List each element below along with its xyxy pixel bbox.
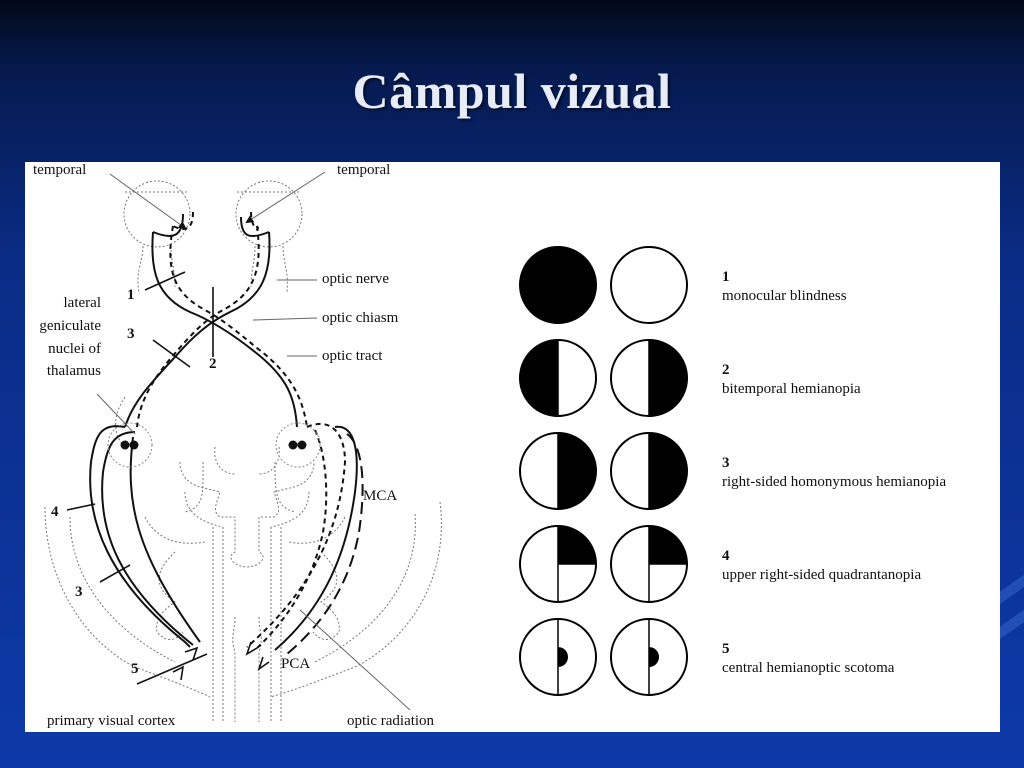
field-number-4: 4 [722,548,730,564]
field-defect-shape [558,647,568,667]
field-number-2: 2 [722,362,730,378]
field-number-1: 1 [722,269,730,285]
label-primary-visual-cortex: primary visual cortex [47,713,176,729]
field-description-1: monocular blindness [722,288,847,304]
visual-pathway-dashed [136,211,347,651]
field-defect-shape [649,526,687,564]
label-lgn-line1: lateral [64,295,101,311]
visual-field-rows: 1 monocular blindness 2 bitemporal hemianop… [519,246,946,696]
label-lgn-line2: geniculate [39,318,101,334]
eyeballs [123,180,303,293]
lesion-number-3b: 3 [75,584,83,600]
cortex-endings [172,641,270,681]
label-optic-nerve: optic nerve [322,271,389,287]
field-defect-shape [649,647,659,667]
label-optic-radiation: optic radiation [347,713,435,729]
visual-field-right-eye-3 [610,432,688,510]
lesion-5-line [136,653,208,685]
field-defect-shape [649,433,687,509]
field-defect-shape [520,340,558,416]
label-mca: MCA [363,488,397,504]
lesion-4-line [66,503,96,511]
visual-field-right-eye-1 [610,246,688,324]
visual-field-right-eye-4 [610,525,688,603]
left-eyeball [123,180,191,248]
lesion-number-4: 4 [51,504,59,520]
visual-field-left-eye-3 [519,432,597,510]
brain-outline [44,396,442,722]
right-eyeball [235,180,303,248]
visual-field-left-eye-1 [519,246,597,324]
figure-panel: temporal temporal optic nerve optic chia… [25,162,1000,732]
lesion-3a-line [152,339,191,368]
visual-field-left-eye-2 [519,339,597,417]
label-lgn-line4: thalamus [47,363,101,379]
visual-pathway-diagram: temporal temporal optic nerve optic chia… [33,162,946,729]
label-pca: PCA [281,656,310,672]
geniculate-nuclei [120,440,307,450]
field-number-3: 3 [722,455,730,471]
lesion-3b-line [99,564,131,583]
field-defect-shape [558,433,596,509]
lesion-number-5: 5 [131,661,139,677]
label-pointers [96,171,411,711]
field-description-3: right-sided homonymous hemianopia [722,474,946,490]
visual-pathway [89,213,364,655]
label-optic-chiasm: optic chiasm [322,310,399,326]
lesion-number-2: 2 [209,356,217,372]
field-description-4: upper right-sided quadrantanopia [722,567,921,583]
lesion-1-line [144,271,186,291]
label-temporal-right: temporal [337,162,390,178]
field-description-2: bitemporal hemianopia [722,381,861,397]
label-lgn-line3: nuclei of [48,341,101,357]
visual-field-right-eye-5 [610,618,688,696]
lesion-markers [66,271,214,685]
lesion-number-1: 1 [127,287,135,303]
geniculate-outline [107,422,321,468]
visual-field-right-eye-2 [610,339,688,417]
visual-field-left-eye-5 [519,618,597,696]
field-description-5: central hemianoptic scotoma [722,660,895,676]
field-defect-shape [649,340,687,416]
field-defect-shape [558,526,596,564]
lesion-number-3a: 3 [127,326,135,342]
field-number-5: 5 [722,641,730,657]
visual-field-left-eye-4 [519,525,597,603]
slide-title: Câmpul vizual [352,63,672,119]
label-temporal-left: temporal [33,162,86,178]
label-optic-tract: optic tract [322,348,383,364]
